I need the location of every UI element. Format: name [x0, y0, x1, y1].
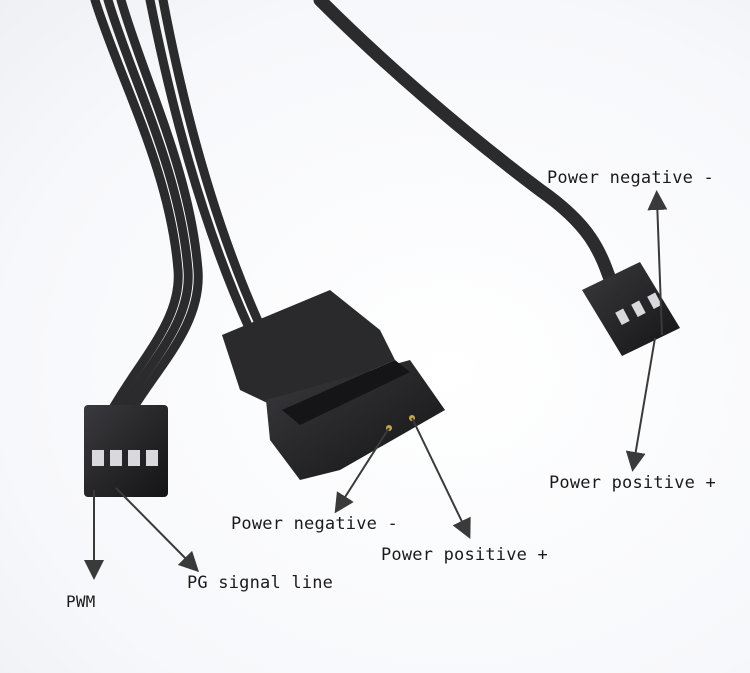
- annotation-arrows: [84, 190, 668, 580]
- arrow-power-negative-center: [334, 427, 390, 514]
- arrow-power-positive-center: [411, 417, 471, 540]
- arrow-pg-signal: [115, 487, 200, 573]
- four-pin-connector: [84, 405, 168, 497]
- molex-cable-bundle: [145, 0, 267, 335]
- label-power-negative-right: Power negative -: [547, 168, 714, 188]
- label-pwm: PWM: [66, 592, 96, 611]
- three-pin-connector: [582, 262, 680, 356]
- label-power-positive-right: Power positive +: [549, 473, 716, 493]
- arrow-power-positive-right: [625, 337, 656, 472]
- right-cable: [313, 0, 619, 292]
- left-cable-bundle: [90, 0, 203, 415]
- molex-connector: [222, 290, 445, 480]
- label-power-positive-center: Power positive +: [381, 545, 548, 565]
- arrow-power-negative-right: [647, 190, 668, 336]
- label-power-negative-center: Power negative -: [231, 514, 398, 534]
- label-pg-signal-line: PG signal line: [187, 573, 334, 593]
